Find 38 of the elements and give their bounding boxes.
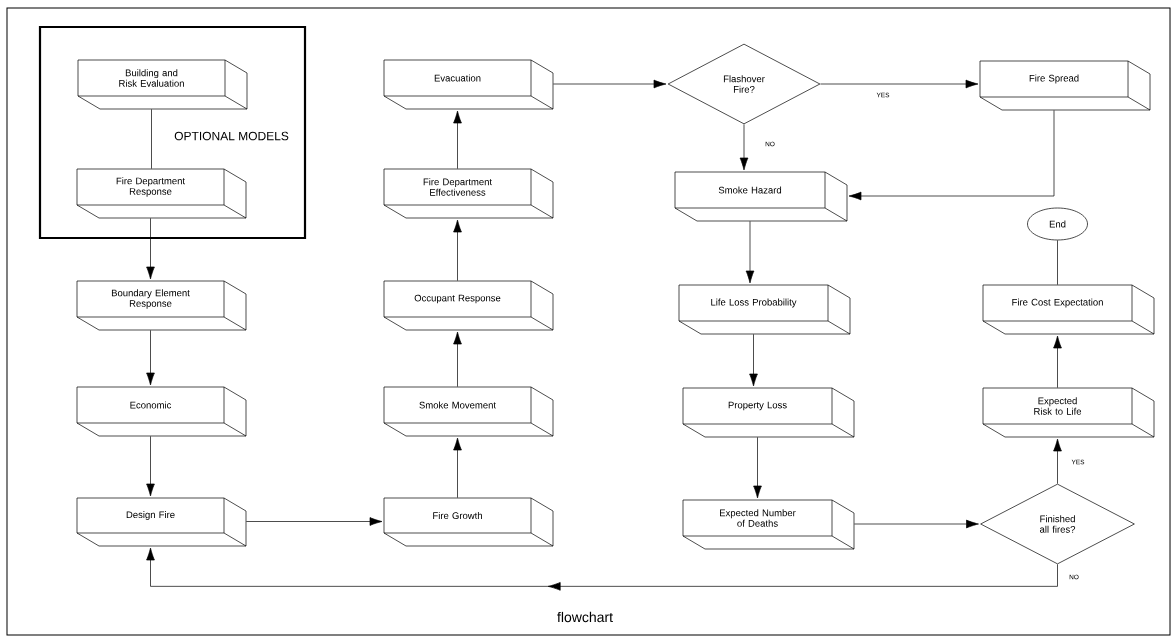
arrow (146, 436, 155, 497)
arrow (453, 437, 462, 498)
process-box: Fire Cost Expectation (982, 284, 1155, 335)
arrow (146, 218, 155, 280)
arrow (553, 79, 667, 89)
process-box: Property Loss (682, 387, 855, 438)
arrow (749, 334, 758, 387)
process-box: Design Fire (76, 497, 247, 547)
process-box: Expected Number of Deaths (682, 499, 855, 550)
arrow (739, 124, 749, 171)
arrow (1053, 438, 1062, 484)
process-box: Fire Department Response (76, 168, 247, 219)
process-box: Smoke Hazard (674, 171, 848, 222)
caption: flowchart (557, 611, 613, 623)
arrow (246, 517, 383, 526)
terminal-oval: End (1027, 207, 1088, 241)
arrow (453, 110, 462, 169)
process-box: Evacuation (383, 59, 554, 110)
arrow (453, 219, 462, 281)
process-box: Expected Risk to Life (982, 387, 1155, 438)
arrow (146, 547, 1058, 591)
process-box: Fire Growth (383, 497, 554, 547)
process-box: Boundary Element Response (76, 280, 247, 331)
arrow (820, 79, 979, 89)
arrow (848, 110, 1055, 201)
arrow (745, 221, 755, 284)
process-box: Fire Spread (979, 60, 1151, 111)
arrow (453, 331, 462, 387)
process-box: Occupant Response (383, 280, 554, 331)
process-box: Fire Department Effectiveness (383, 168, 554, 219)
arrow (854, 519, 979, 529)
arrow (1053, 335, 1062, 388)
arrow (753, 437, 762, 499)
process-box: Building and Risk Evaluation (77, 59, 248, 110)
process-box: Economic (76, 386, 247, 437)
arrow (146, 330, 155, 386)
process-box: Life Loss Probability (678, 284, 851, 335)
process-box: Smoke Movement (383, 386, 554, 437)
